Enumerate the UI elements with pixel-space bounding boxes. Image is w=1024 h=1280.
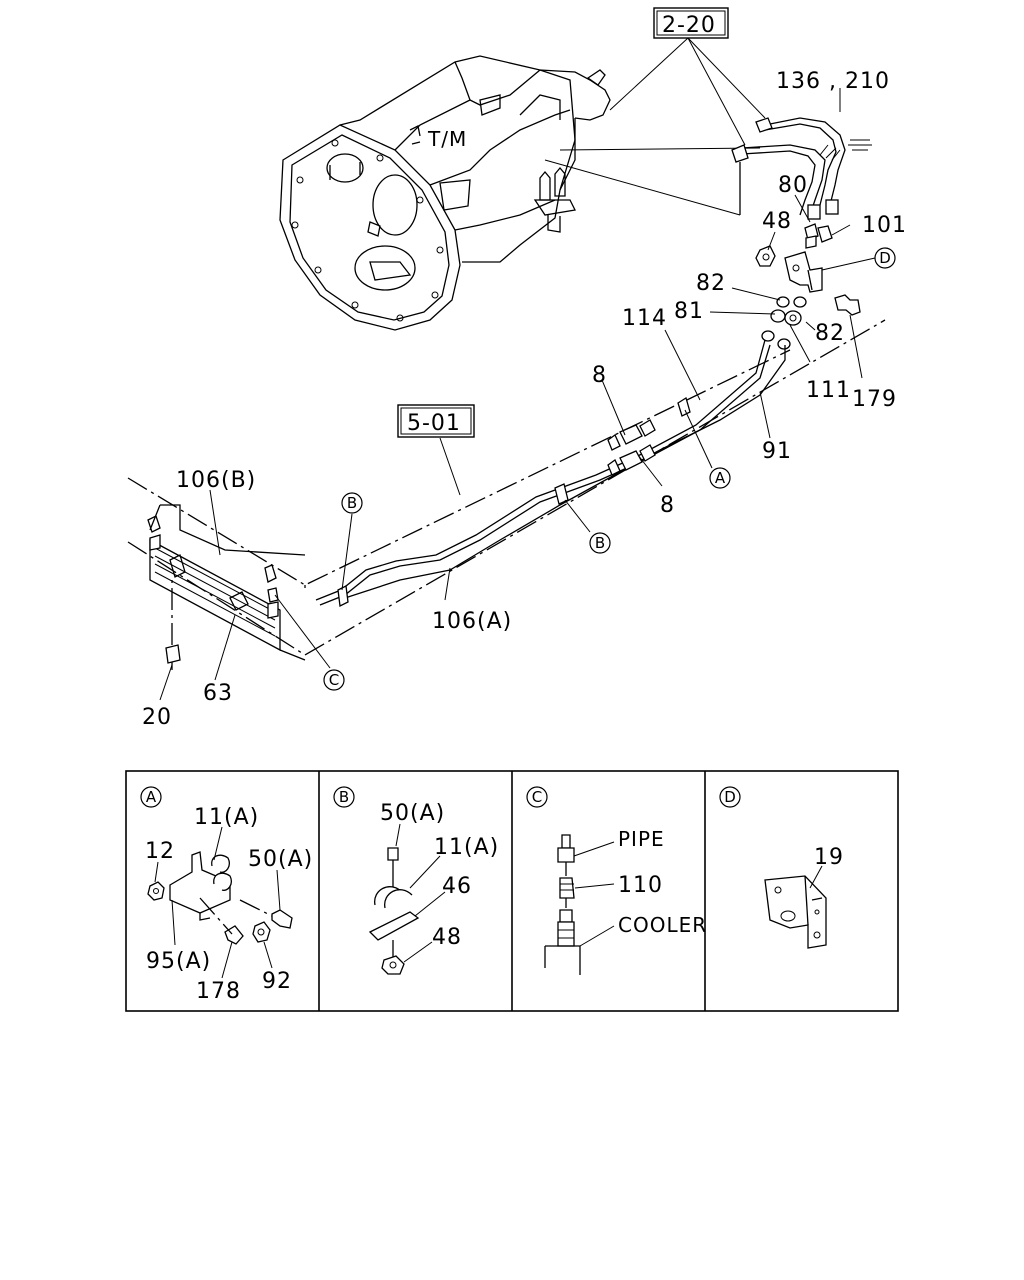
detail-c-label-cooler: COOLER: [618, 913, 707, 937]
detail-a-label-50a: 50(A): [248, 847, 313, 872]
label-63: 63: [203, 681, 233, 706]
leader-lines: [159, 88, 876, 701]
detail-a-letter: A: [146, 788, 157, 806]
detail-b-label-46: 46: [442, 874, 472, 899]
detail-b-letter: B: [339, 788, 349, 806]
ref-box-5-01[interactable]: 5-01: [397, 404, 475, 438]
detail-a-label-12: 12: [145, 839, 175, 864]
label-82-upper: 82: [696, 271, 726, 296]
cooler-hose-assembly: [731, 117, 872, 350]
detail-a-label-95a: 95(A): [146, 949, 211, 974]
tm-label: T/M: [427, 127, 467, 151]
callout-d[interactable]: D: [874, 247, 896, 269]
label-111: 111: [806, 378, 851, 403]
ref-label-2-20: 2-20: [662, 13, 716, 38]
detail-c-letter: C: [532, 788, 542, 806]
transmission-housing: T/M: [279, 37, 766, 331]
detail-panels: [125, 770, 899, 1012]
detail-b-label-50a: 50(A): [380, 801, 445, 826]
label-101: 101: [862, 213, 907, 238]
label-48: 48: [762, 209, 792, 234]
ref-box-2-20[interactable]: 2-20: [653, 7, 729, 39]
label-136-210: 136 , 210: [776, 69, 890, 94]
detail-panel-a: A 11(A) 12 50(A) 95(A) 178 92: [140, 786, 313, 1004]
detail-panel-d: D 19: [719, 786, 844, 949]
detail-b-label-11a: 11(A): [434, 835, 499, 860]
label-82-lower: 82: [815, 321, 845, 346]
detail-c-label-pipe: PIPE: [618, 827, 665, 851]
label-81: 81: [674, 299, 704, 324]
ref-label-5-01: 5-01: [407, 411, 461, 436]
callout-b-upper-letter: B: [347, 494, 357, 512]
detail-panel-b: B 50(A) 11(A) 46 48: [333, 786, 499, 975]
label-20: 20: [142, 705, 172, 730]
cooler-pipes: [315, 339, 786, 607]
detail-a-label-11a: 11(A): [194, 805, 259, 830]
detail-b-label-48: 48: [432, 925, 462, 950]
label-114: 114: [622, 306, 667, 331]
detail-a-label-178: 178: [196, 979, 241, 1004]
main-part-labels: 136 , 210 80 48 101 82 81 82 114 179 111…: [142, 69, 907, 730]
callout-a[interactable]: A: [709, 467, 731, 489]
callout-c[interactable]: C: [323, 669, 345, 691]
label-179: 179: [852, 387, 897, 412]
callout-b-lower-letter: B: [595, 534, 605, 552]
callout-c-letter: C: [329, 671, 339, 689]
oil-cooler: [147, 504, 306, 670]
callout-a-letter: A: [715, 469, 726, 487]
detail-a-label-92: 92: [262, 969, 292, 994]
detail-d-label-19: 19: [814, 845, 844, 870]
detail-panel-c: C PIPE 110 COOLER: [526, 786, 707, 975]
detail-d-letter: D: [724, 788, 736, 806]
callout-b-lower[interactable]: B: [589, 532, 611, 554]
label-106a: 106(A): [432, 609, 512, 634]
callout-b-upper[interactable]: B: [341, 492, 363, 514]
callout-d-letter: D: [879, 249, 891, 267]
label-8-upper: 8: [592, 363, 607, 388]
label-8-lower: 8: [660, 493, 675, 518]
label-80: 80: [778, 173, 808, 198]
detail-c-label-110: 110: [618, 873, 663, 898]
label-106b: 106(B): [176, 468, 256, 493]
label-91: 91: [762, 439, 792, 464]
